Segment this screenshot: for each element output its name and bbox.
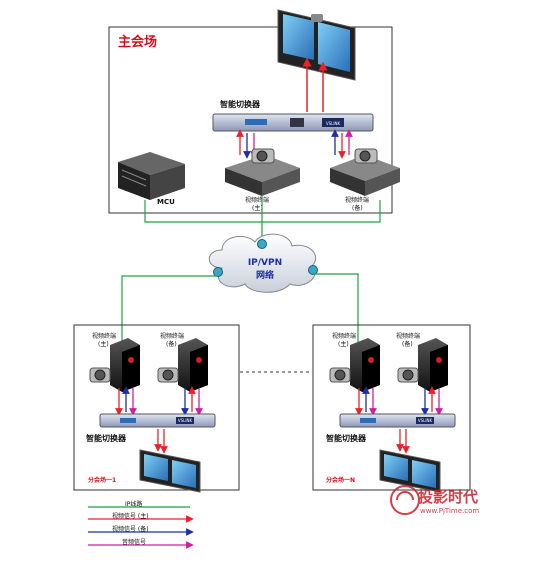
main-smart-switcher: VSLINK [212, 113, 374, 132]
branch1-terminal-backup [157, 338, 208, 392]
branch1-title: 分会场一1 [88, 476, 116, 484]
branchn-terminal-backup-label-2: (备) [402, 340, 413, 348]
main-site-frame [108, 26, 393, 214]
switcher-brand: VSLINK [178, 418, 193, 423]
branch1-switcher-label: 智能切换器 [86, 433, 127, 443]
terminal-backup-label-2: (备) [352, 204, 363, 212]
main-switcher-label: 智能切换器 [220, 99, 261, 109]
branch1-terminal-main-label-2: (主) [98, 340, 109, 348]
legend-audio-label: 音频信号 [122, 538, 146, 546]
ip-vpn-cloud [208, 233, 318, 293]
branch-1-frame [73, 324, 240, 491]
watermark: 投影时代 www.PjTime.com [390, 485, 479, 515]
branchn-switcher-label: 智能切换器 [326, 433, 367, 443]
branch1-smart-switcher: VSLINK [99, 413, 216, 428]
switcher-brand: VSLINK [418, 418, 433, 423]
legend: IP线路 视频信号 (主) 视频信号 (备) 音频信号 [88, 500, 194, 549]
video-terminal-backup [330, 148, 400, 196]
branch1-terminal-main [89, 338, 140, 392]
watermark-logo-icon [390, 485, 420, 515]
mcu-label: MCU [157, 198, 175, 206]
branchn-terminal-main [329, 338, 380, 392]
terminal-main-label-2: (主) [252, 204, 263, 212]
branchn-terminal-backup-label-1: 视频终端 [396, 332, 420, 340]
branchn-terminal-main-label-1: 视频终端 [332, 332, 356, 340]
watermark-brand: 投影时代 [418, 488, 478, 506]
branch-n-frame [312, 324, 471, 491]
legend-video-backup-label: 视频信号 (备) [112, 525, 149, 533]
terminal-main-label-1: 视频终端 [245, 196, 269, 204]
terminal-backup-label-1: 视频终端 [345, 196, 369, 204]
branch1-terminal-backup-label-1: 视频终端 [160, 332, 184, 340]
video-terminal-main [225, 148, 300, 196]
ip-line-branch-1 [121, 275, 218, 345]
branchn-smart-switcher: VSLINK [339, 413, 456, 428]
legend-video-main-label: 视频信号 (主) [112, 512, 149, 520]
branch1-terminal-backup-label-2: (备) [166, 340, 177, 348]
branchn-display-screen [379, 449, 441, 493]
watermark-url: www.PjTime.com [420, 507, 479, 515]
network-label-line1: IP/VPN [248, 258, 282, 268]
branch1-terminal-main-label-1: 视频终端 [92, 332, 116, 340]
switcher-brand: VSLINK [326, 121, 341, 126]
branchn-terminal-main-label-2: (主) [338, 340, 349, 348]
mcu-device [118, 152, 185, 200]
branch1-display-screen [139, 449, 201, 493]
main-display-screen [277, 9, 356, 81]
legend-ip-label: IP线路 [125, 500, 142, 508]
branchn-title: 分会场一N [326, 476, 355, 484]
branchn-terminal-backup [397, 338, 448, 392]
ip-line-branch-n [313, 273, 359, 345]
network-label-line2: 网络 [256, 269, 274, 281]
main-site-title: 主会场 [118, 34, 157, 50]
